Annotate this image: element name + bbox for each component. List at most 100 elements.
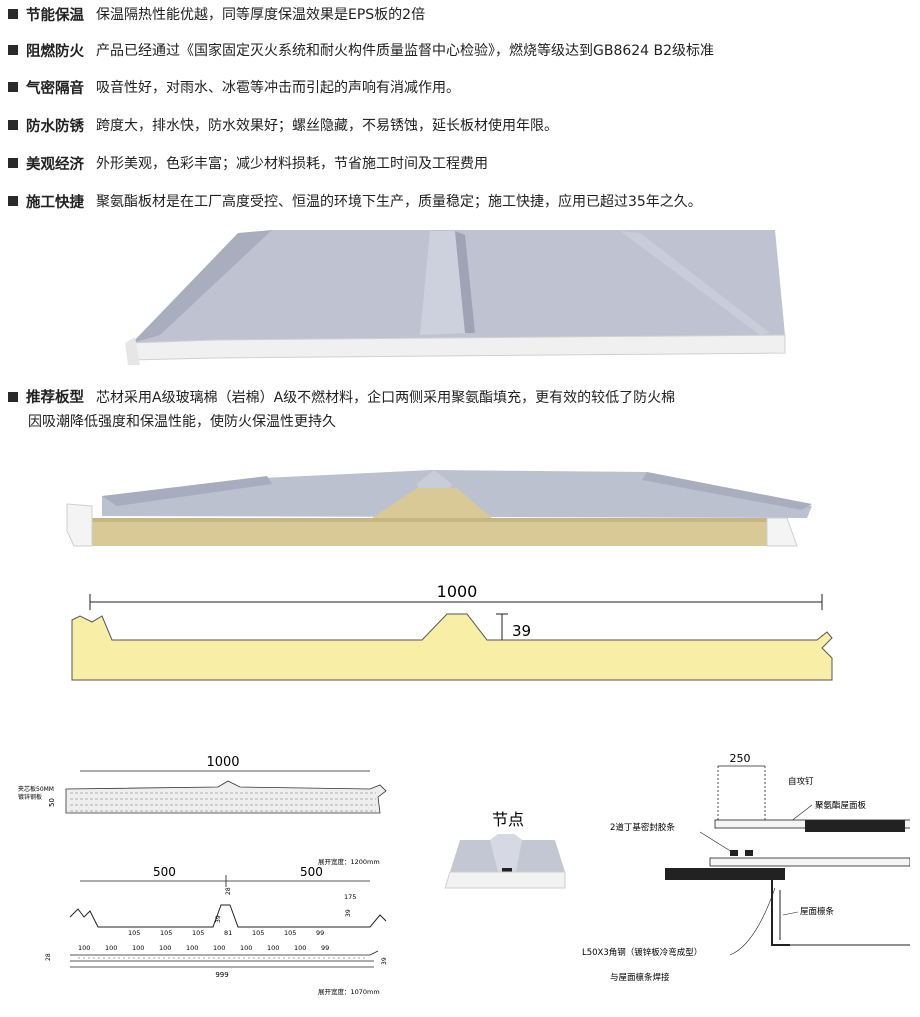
panel-edge xyxy=(125,337,140,365)
rockwool-panel-illustration xyxy=(66,470,812,547)
feature-economic: 美观经济 外形美观，色彩丰富；减少材料损耗，节省施工时间及工程费用 xyxy=(8,152,488,174)
bullet-square-icon xyxy=(8,392,18,402)
feature-title: 美观经济 xyxy=(26,156,84,173)
left-h-label: 28 xyxy=(45,953,52,961)
technical-section-drawing: 1000 夹芯板50MM 镀锌钢板 50 500 500 展开宽度：1200mm… xyxy=(18,755,388,996)
node-core xyxy=(444,871,566,889)
recommend-line-2: 因吸潮降低强度和保温性能，使防火保温性更持久 xyxy=(28,414,336,430)
half-left-label: 500 xyxy=(153,865,176,879)
segment-label: 100 xyxy=(78,944,90,952)
core-hatch xyxy=(70,792,376,812)
installation-detail-drawing: 250 自攻钉 聚氨酯屋面板 2道丁基密封胶条 屋面檩条 L50X3角钢（镀锌板… xyxy=(582,752,910,983)
seal-label: 2道丁基密封胶条 xyxy=(610,822,675,833)
panel-outline xyxy=(65,780,387,814)
top-segment-labels: 105 105 105 81 105 105 99 xyxy=(128,929,324,937)
half-right-label: 500 xyxy=(300,865,323,879)
node-title: 节点 xyxy=(492,810,524,829)
total-label: 999 xyxy=(215,971,228,979)
purlin-profile xyxy=(771,880,790,946)
rib-height-label: 39 xyxy=(512,622,531,640)
feature-desc: 保温隔热性能优越，同等厚度保温效果是EPS板的2倍 xyxy=(96,7,426,23)
bullet-square-icon xyxy=(8,82,18,92)
unfold-width-1: 展开宽度：1200mm xyxy=(318,857,380,866)
segment-label: 105 xyxy=(160,929,172,937)
segment-label: 100 xyxy=(105,944,117,952)
left-label-2: 镀锌钢板 xyxy=(18,793,42,801)
pu-panel-illustration xyxy=(125,230,786,365)
panel-upper-dark xyxy=(805,820,905,832)
profile-foam-body xyxy=(71,613,833,681)
segment-label: 105 xyxy=(128,929,140,937)
right-h-label: 39 xyxy=(345,909,352,917)
feature-title: 防水防锈 xyxy=(26,118,84,135)
segment-label: 81 xyxy=(224,929,232,937)
feature-title: 阻燃防火 xyxy=(26,43,84,60)
bullet-square-icon xyxy=(8,196,18,206)
angle-label-1: L50X3角钢（镀锌板冷弯成型） xyxy=(582,947,702,958)
leader-line xyxy=(782,911,799,916)
rockwool-core xyxy=(92,488,767,546)
profile-outline xyxy=(69,904,387,928)
segment-label: 100 xyxy=(294,944,306,952)
spacing-label: 250 xyxy=(730,752,751,765)
profile-section-drawing: 1000 39 xyxy=(71,582,833,681)
seal-strip xyxy=(745,850,753,856)
node-rib xyxy=(490,834,522,872)
recommend-line-1: 芯材采用A级玻璃棉（岩棉）A级不燃材料，企口两侧采用聚氨酯填充，更有效的较低了防… xyxy=(96,390,676,406)
rib-w-label: 28 xyxy=(225,887,232,895)
seal-strip xyxy=(730,850,738,856)
panel-middle-rib xyxy=(420,231,465,335)
panel-left-rib xyxy=(102,476,272,506)
segment-label: 105 xyxy=(252,929,264,937)
purlin-label: 屋面檩条 xyxy=(800,906,835,917)
feature-waterproof: 防水防锈 跨度大，排水快，防水效果好；螺丝隐藏，不易锈蚀，延长板材使用年限。 xyxy=(8,114,558,136)
top-width-label: 1000 xyxy=(206,755,239,770)
angle-label-2: 与屋面檩条焊接 xyxy=(610,972,670,983)
right-w-label: 175 xyxy=(344,893,356,901)
panel-right-rib xyxy=(620,231,770,335)
profile-width-label: 1000 xyxy=(437,582,478,601)
feature-fast-install: 施工快捷 聚氨酯板材是在工厂高度受控、恒温的环境下生产，质量稳定；施工快捷，应用… xyxy=(8,190,702,212)
liner-outline xyxy=(70,950,379,962)
rib-h-label: 39 xyxy=(215,915,222,923)
bullet-square-icon xyxy=(8,9,18,19)
leader-line xyxy=(789,804,813,823)
bottom-segment-labels: 100 100 100 100 100 100 100 100 100 99 xyxy=(78,944,329,952)
thickness-label: 50 xyxy=(48,798,56,807)
feature-desc: 产品已经通过《国家固定灭火系统和耐火构件质量监督中心检验》，燃烧等级达到GB86… xyxy=(96,43,715,59)
left-label-1: 夹芯板50MM xyxy=(18,785,54,793)
panel-right-rib xyxy=(642,472,812,510)
feature-desc: 吸音性好，对雨水、冰雹等冲击而引起的声响有消减作用。 xyxy=(96,80,460,96)
panel-rib-shadow xyxy=(455,231,475,333)
segment-label: 100 xyxy=(267,944,279,952)
right-h2-label: 39 xyxy=(381,957,388,965)
core-edge xyxy=(92,518,767,522)
feature-desc: 跨度大，排水快，防水效果好；螺丝隐藏，不易锈蚀，延长板材使用年限。 xyxy=(96,118,558,134)
segment-label: 100 xyxy=(132,944,144,952)
pu-end-fill-left xyxy=(66,503,93,547)
segment-label: 105 xyxy=(284,929,296,937)
segment-label: 99 xyxy=(316,929,324,937)
panel-lower xyxy=(709,857,910,867)
feature-title: 施工快捷 xyxy=(26,194,84,211)
bullet-square-icon xyxy=(8,158,18,168)
segment-label: 100 xyxy=(213,944,225,952)
pu-end-fill-right xyxy=(766,517,798,547)
bullet-square-icon xyxy=(8,120,18,130)
bullet-square-icon xyxy=(8,45,18,55)
segment-label: 105 xyxy=(192,929,204,937)
panel-lower-dark xyxy=(665,868,785,880)
feature-title: 节能保温 xyxy=(26,7,84,24)
feature-desc: 聚氨酯板材是在工厂高度受控、恒温的环境下生产，质量稳定；施工快捷，应用已超过35… xyxy=(96,194,702,210)
feature-fire-retardant: 阻燃防火 产品已经通过《国家固定灭火系统和耐火构件质量监督中心检验》，燃烧等级达… xyxy=(8,39,714,61)
feature-energy-saving: 节能保温 保温隔热性能优越，同等厚度保温效果是EPS板的2倍 xyxy=(8,3,425,25)
panel-left-rib xyxy=(132,230,272,343)
node-detail-illustration: 节点 xyxy=(444,810,566,889)
leader-curve xyxy=(729,887,776,956)
segment-label: 99 xyxy=(321,944,329,952)
screw-label: 自攻钉 xyxy=(788,776,814,787)
panel-label: 聚氨酯屋面板 xyxy=(815,800,867,811)
segment-label: 100 xyxy=(186,944,198,952)
feature-sound-insulation: 气密隔音 吸音性好，对雨水、冰雹等冲击而引起的声响有消减作用。 xyxy=(8,76,460,98)
feature-title: 气密隔音 xyxy=(26,80,84,97)
